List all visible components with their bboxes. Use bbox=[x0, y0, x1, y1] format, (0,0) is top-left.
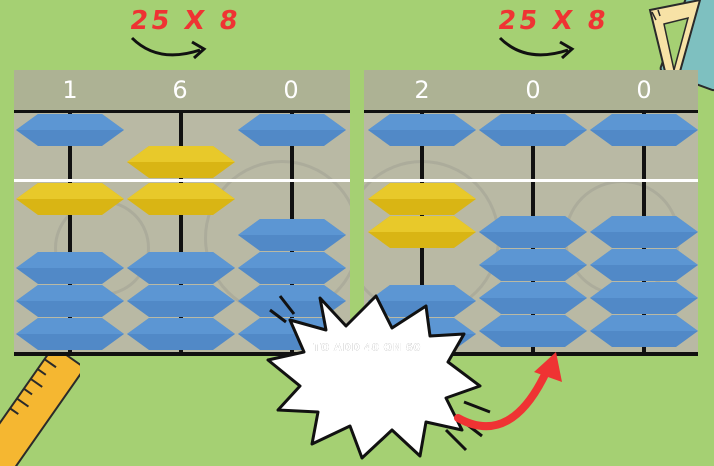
frame-top bbox=[14, 110, 350, 113]
bead-lower bbox=[16, 318, 124, 350]
digit-hundreds: 1 bbox=[62, 76, 78, 104]
bead-lower bbox=[238, 252, 346, 284]
bead-lower bbox=[127, 318, 235, 350]
bead-lower bbox=[590, 315, 698, 347]
abacus-left: 1 6 0 bbox=[14, 70, 350, 356]
bead-lower bbox=[590, 249, 698, 281]
digit-ones: 0 bbox=[636, 76, 652, 104]
rod bbox=[68, 113, 72, 352]
bead-lower bbox=[590, 282, 698, 314]
bead-upper bbox=[479, 114, 587, 146]
speech-text: TO ADD 40 ON 60 WE USE BIG FRIEND METHOD… bbox=[292, 341, 442, 411]
curved-arrow-icon bbox=[498, 36, 575, 60]
bead-lower bbox=[368, 285, 476, 317]
bead-lower bbox=[127, 285, 235, 317]
bead-upper bbox=[368, 114, 476, 146]
rod bbox=[179, 113, 183, 352]
abacus-right: 2 0 0 bbox=[364, 70, 698, 356]
digit-tens: 6 bbox=[172, 76, 188, 104]
frame-top bbox=[364, 110, 698, 113]
abacus-header bbox=[14, 70, 350, 110]
ruler-set-square-icon bbox=[648, 0, 714, 104]
bead-lower bbox=[16, 183, 124, 215]
speech-line: TO ADD 40 ON 60 bbox=[313, 342, 421, 354]
bead-lower bbox=[368, 183, 476, 215]
abacus-header bbox=[364, 70, 698, 110]
bead-lower bbox=[238, 219, 346, 251]
bead-lower bbox=[368, 216, 476, 248]
digit-ones: 0 bbox=[283, 76, 299, 104]
ruler-icon bbox=[0, 356, 80, 466]
digit-tens: 0 bbox=[525, 76, 541, 104]
frame-bottom bbox=[14, 352, 350, 356]
bead-lower bbox=[16, 252, 124, 284]
bead-lower bbox=[127, 252, 235, 284]
digit-hundreds: 2 bbox=[414, 76, 430, 104]
reckoning-bar bbox=[364, 179, 698, 182]
bead-upper bbox=[16, 114, 124, 146]
frame-bottom bbox=[364, 352, 698, 356]
reckoning-bar bbox=[14, 179, 350, 182]
title-left: 25 X 8 bbox=[127, 6, 243, 36]
bead-lower bbox=[479, 216, 587, 248]
bead-upper bbox=[238, 114, 346, 146]
speech-line: 100 MINUS 60 bbox=[323, 398, 411, 410]
curved-arrow-icon bbox=[130, 36, 207, 60]
bead-lower bbox=[479, 282, 587, 314]
bead-upper bbox=[127, 146, 235, 178]
bead-lower bbox=[127, 183, 235, 215]
curved-arrow-icon bbox=[454, 352, 562, 431]
bead-upper bbox=[590, 114, 698, 146]
bead-lower bbox=[16, 285, 124, 317]
title-right: 25 X 8 bbox=[495, 6, 611, 36]
speech-line: WE USE bbox=[343, 356, 391, 368]
speech-line: THAT IS bbox=[343, 384, 391, 396]
speech-bubble bbox=[266, 294, 491, 460]
speech-line: BIG FRIEND METHOD bbox=[303, 370, 431, 382]
bead-lower bbox=[479, 315, 587, 347]
bead-lower bbox=[590, 216, 698, 248]
bead-lower bbox=[479, 249, 587, 281]
